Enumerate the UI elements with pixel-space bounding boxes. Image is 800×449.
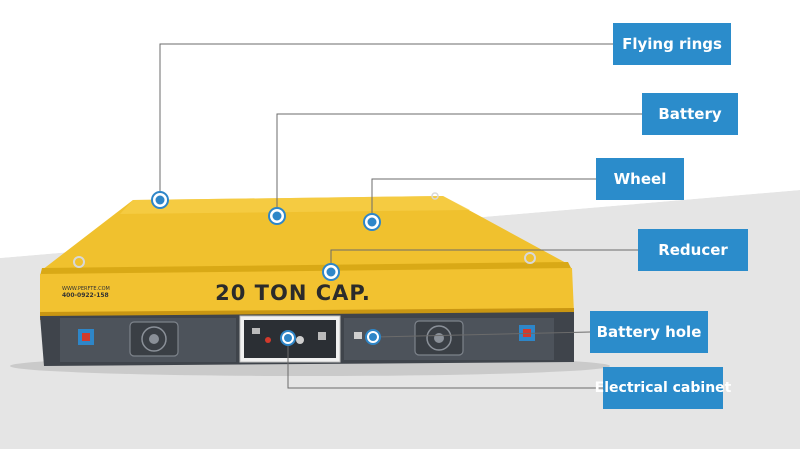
marker-battery xyxy=(268,207,286,225)
marker-flying-rings xyxy=(151,191,169,209)
label-electrical-cabinet: Electrical cabinet xyxy=(595,367,731,409)
battery-switch xyxy=(354,332,362,339)
leader-line-battery-hole xyxy=(372,331,591,338)
battery-hole-left-red xyxy=(82,333,90,341)
wheel-housing-right xyxy=(414,320,464,356)
label-reducer: Reducer xyxy=(638,229,748,271)
cart-front-band xyxy=(40,268,574,318)
marker-electrical-cabinet xyxy=(280,330,296,346)
lifting-ring-back xyxy=(431,192,439,200)
marker-battery-hole xyxy=(365,329,381,345)
label-wheel: Wheel xyxy=(596,158,684,200)
capacity-text: 20 TON CAP. xyxy=(215,281,371,305)
marker-reducer xyxy=(322,263,340,281)
label-battery: Battery xyxy=(642,93,738,135)
leader-line-wheel xyxy=(371,178,596,222)
lifting-ring-right xyxy=(524,252,536,264)
phone-text: 400-0922-158 xyxy=(62,292,109,299)
wheel-housing-left xyxy=(129,321,179,357)
leader-lines xyxy=(159,43,642,389)
lifting-ring-left xyxy=(73,256,85,268)
markers xyxy=(151,191,381,346)
label-battery-hole: Battery hole xyxy=(590,311,708,353)
leader-line-flying-rings xyxy=(159,43,613,200)
cart-top-surface xyxy=(42,196,568,276)
marker-wheel xyxy=(363,213,381,231)
leader-line-battery xyxy=(276,113,642,216)
cart-top-highlight xyxy=(120,196,470,214)
leader-line-electrical-cabinet xyxy=(287,338,603,389)
brand-url-text: WWW.PERFTE.COM xyxy=(62,286,110,292)
label-flying-rings: Flying rings xyxy=(613,23,731,65)
